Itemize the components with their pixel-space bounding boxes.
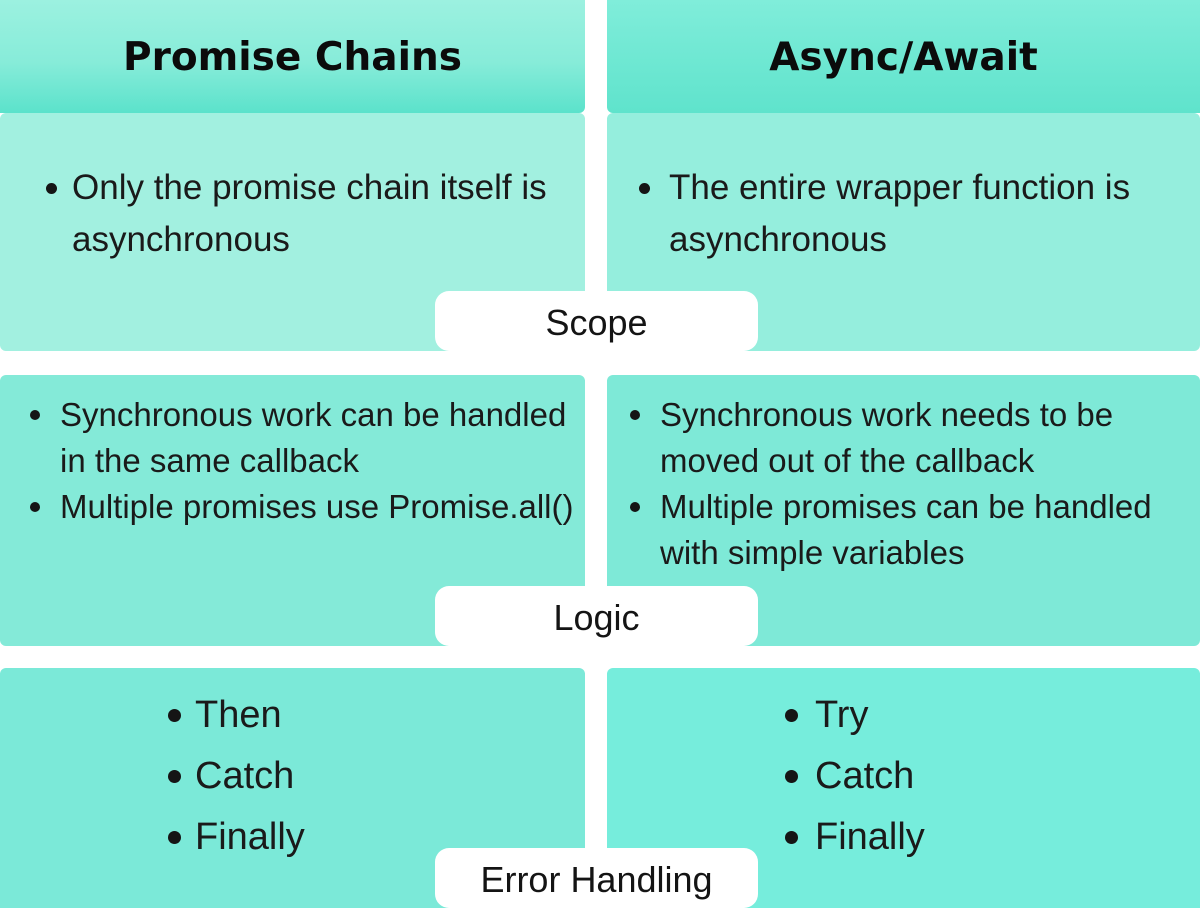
logic-right-list: Synchronous work needs to be moved out o… [607,375,1200,576]
header-panel-async-await: Async/Await [607,0,1200,113]
list-item: Finally [168,807,585,868]
bullet-icon [785,709,798,722]
section-logic: Synchronous work can be handled in the s… [0,375,1200,646]
bullet-text: Multiple promises use Promise.all() [60,488,574,525]
bullet-text: Catch [195,755,295,797]
column-title-promise-chains: Promise Chains [123,35,462,80]
header-panel-promise-chains: Promise Chains [0,0,585,113]
list-item: Catch [785,746,1200,807]
bullet-text: Then [195,694,282,736]
scope-label: Scope [545,301,648,343]
bullet-text: Finally [195,816,305,858]
column-title-async-await: Async/Await [769,35,1038,80]
bullet-icon [168,709,181,722]
list-item: Synchronous work can be handled in the s… [30,392,575,484]
section-divider [0,646,1200,668]
section-divider [0,351,1200,375]
bullet-text: Try [815,694,869,736]
bullet-icon [630,502,640,512]
list-item: Only the promise chain itself is asynchr… [46,162,567,266]
error-handling-label-pill: Error Handling [435,848,758,908]
bullet-icon [168,831,181,844]
bullet-icon [30,410,40,420]
column-gutter [585,0,607,113]
scope-left-panel: Only the promise chain itself is asynchr… [0,113,585,351]
list-item: The entire wrapper function is asynchron… [639,162,1170,266]
bullet-text: Finally [815,816,925,858]
logic-label: Logic [553,596,640,638]
bullet-text: The entire wrapper function is asynchron… [669,168,1131,259]
bullet-icon [639,183,650,194]
bullet-text: Synchronous work needs to be moved out o… [660,396,1114,479]
scope-label-pill: Scope [435,291,758,351]
bullet-icon [46,183,57,194]
list-item: Multiple promises can be handled with si… [630,484,1172,576]
column-gutter [585,375,607,646]
bullet-icon [785,770,798,783]
bullet-icon [630,410,640,420]
bullet-text: Synchronous work can be handled in the s… [60,396,567,479]
scope-left-list: Only the promise chain itself is asynchr… [0,113,585,266]
list-item: Multiple promises use Promise.all() [30,484,575,530]
scope-right-list: The entire wrapper function is asynchron… [607,113,1200,266]
bullet-text: Only the promise chain itself is asynchr… [72,168,547,259]
bullet-icon [168,770,181,783]
section-scope: Only the promise chain itself is asynchr… [0,113,1200,351]
error-handling-label: Error Handling [480,858,713,900]
list-item: Catch [168,746,585,807]
logic-left-list: Synchronous work can be handled in the s… [0,375,585,530]
list-item: Finally [785,807,1200,868]
bullet-text: Multiple promises can be handled with si… [660,488,1152,571]
list-item: Synchronous work needs to be moved out o… [630,392,1172,484]
bullet-icon [30,502,40,512]
bullet-icon [785,831,798,844]
logic-label-pill: Logic [435,586,758,646]
bullet-text: Catch [815,755,915,797]
list-item: Then [168,685,585,746]
header-row: Promise Chains Async/Await [0,0,1200,113]
list-item: Try [785,685,1200,746]
logic-right-panel: Synchronous work needs to be moved out o… [607,375,1200,646]
